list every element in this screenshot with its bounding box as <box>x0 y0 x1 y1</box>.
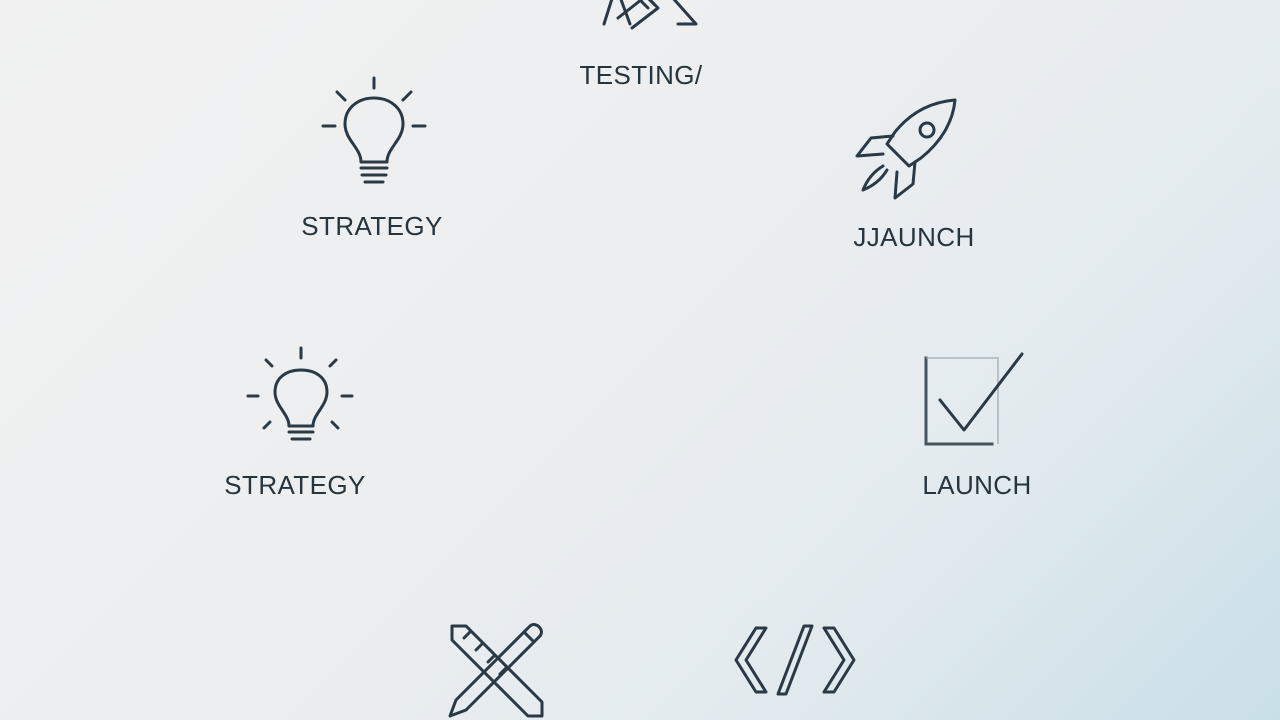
code-brackets-icon <box>734 624 856 696</box>
ruler-pencil-icon <box>448 623 544 718</box>
ruler-pencil-icon <box>602 0 698 30</box>
node-label: STRATEGY <box>224 470 366 500</box>
checkbox-icon <box>924 352 1024 446</box>
node-label: JJAUNCH <box>853 222 975 252</box>
node-label: STRATEGY <box>301 211 443 241</box>
node-label: TESTING/ <box>579 60 703 90</box>
lightbulb-icon <box>321 76 427 184</box>
rocket-icon <box>855 98 957 200</box>
node-label: LAUNCH <box>922 470 1032 500</box>
lightbulb-icon <box>246 346 354 441</box>
